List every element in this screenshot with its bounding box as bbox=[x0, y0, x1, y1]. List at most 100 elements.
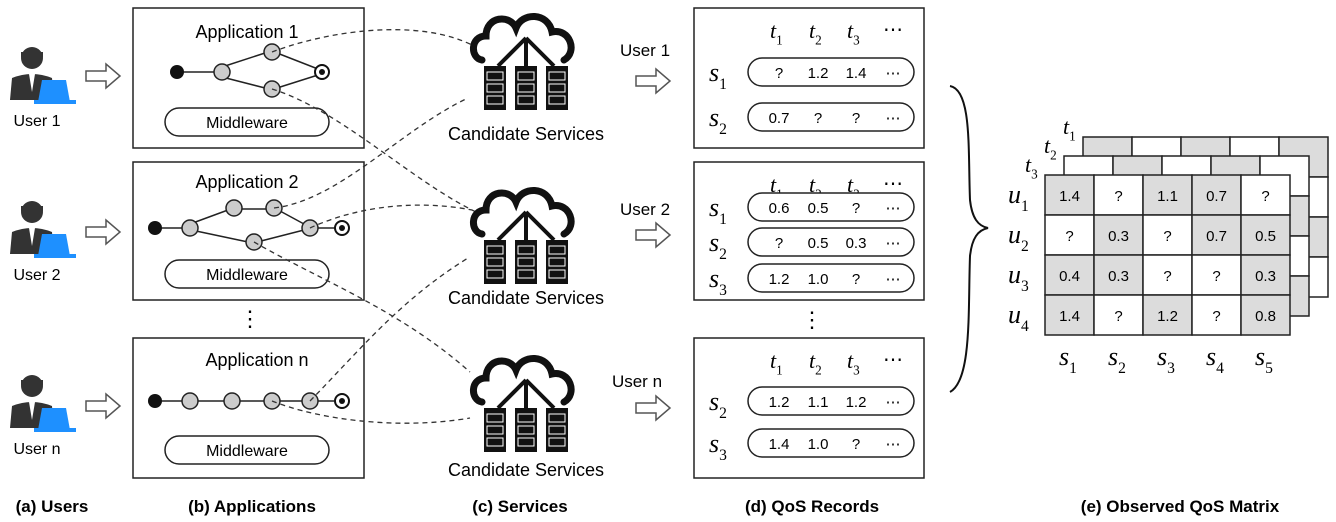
record-user-label: User 2 bbox=[620, 200, 670, 219]
arrow-icon bbox=[635, 67, 672, 422]
user-label: User 1 bbox=[13, 113, 60, 130]
user-row-label: u2 bbox=[1008, 220, 1029, 255]
time-header: t1 bbox=[770, 348, 783, 378]
qos-value: 1.2 bbox=[808, 65, 829, 82]
matrix-value: 0.5 bbox=[1255, 228, 1276, 245]
service-label: s2 bbox=[709, 228, 727, 263]
service-label: s3 bbox=[709, 264, 727, 299]
arrow-icon bbox=[85, 62, 122, 420]
matrix-cell: ? bbox=[1093, 294, 1144, 336]
application-title: Application n bbox=[205, 350, 308, 370]
matrix-value: 1.1 bbox=[1157, 188, 1178, 205]
matrix-value: 0.8 bbox=[1255, 308, 1276, 325]
matrix-cell: 0.5 bbox=[1240, 214, 1291, 256]
time-header: t3 bbox=[847, 348, 860, 378]
time-layer-label: t2 bbox=[1044, 133, 1057, 163]
cloud-server-icon bbox=[470, 355, 575, 452]
matrix-value: ? bbox=[1163, 268, 1171, 285]
time-layer-label: t3 bbox=[1025, 152, 1038, 182]
qos-record-row bbox=[747, 192, 915, 222]
cloud-server-icon bbox=[470, 187, 575, 284]
record-user-label: User 1 bbox=[620, 41, 670, 60]
vertical-ellipsis: ⋮ bbox=[239, 306, 261, 331]
time-header: ⋯ bbox=[883, 349, 903, 371]
matrix-value: 1.4 bbox=[1059, 308, 1080, 325]
service-label: s2 bbox=[709, 387, 727, 422]
caption-observed-qos-matrix: (e) Observed QoS Matrix bbox=[1081, 497, 1280, 516]
record-user-label: User n bbox=[612, 372, 662, 391]
qos-value: 1.0 bbox=[808, 436, 829, 453]
time-header: t1 bbox=[770, 18, 783, 48]
application-1: Application 1 Middleware bbox=[132, 7, 365, 149]
middleware-label: Middleware bbox=[206, 115, 288, 132]
qos-value: ⋯ bbox=[886, 110, 901, 127]
service-bindings bbox=[253, 29, 477, 424]
service-cluster-n: Candidate Services bbox=[448, 355, 604, 480]
qos-value: ? bbox=[852, 436, 860, 453]
matrix-cell: 1.2 bbox=[1142, 294, 1193, 336]
caption-services: (c) Services bbox=[472, 497, 567, 516]
service-label: Candidate Services bbox=[448, 288, 604, 308]
service-column-label: s5 bbox=[1255, 342, 1273, 377]
time-header: t2 bbox=[809, 348, 822, 378]
qos-value: 0.6 bbox=[769, 200, 790, 217]
qos-value: ? bbox=[852, 200, 860, 217]
qos-value: ⋯ bbox=[886, 394, 901, 411]
service-label: s2 bbox=[709, 103, 727, 138]
matrix-value: ? bbox=[1261, 188, 1269, 205]
matrix-value: 1.2 bbox=[1157, 308, 1178, 325]
caption-applications: (b) Applications bbox=[188, 497, 316, 516]
matrix-cell: ? bbox=[1044, 214, 1095, 256]
time-header: ⋯ bbox=[883, 19, 903, 41]
qos-record-row bbox=[747, 386, 915, 416]
matrix-value: 0.3 bbox=[1108, 228, 1129, 245]
matrix-cell: ? bbox=[1142, 214, 1193, 256]
qos-record-row bbox=[747, 227, 915, 257]
matrix-cell: 0.3 bbox=[1093, 254, 1144, 296]
qos-value: ? bbox=[775, 235, 783, 252]
qos-value: 1.2 bbox=[769, 394, 790, 411]
qos-value: ⋯ bbox=[886, 271, 901, 288]
qos-value: ⋯ bbox=[886, 436, 901, 453]
qos-value: ? bbox=[814, 110, 822, 127]
caption-users: (a) Users bbox=[16, 497, 89, 516]
time-header: t2 bbox=[809, 18, 822, 48]
user-label: User 2 bbox=[13, 267, 60, 284]
qos-value: 0.3 bbox=[846, 235, 867, 252]
matrix-value: 0.3 bbox=[1255, 268, 1276, 285]
matrix-cell: 0.3 bbox=[1240, 254, 1291, 296]
user-icon bbox=[10, 47, 76, 104]
service-column-label: s3 bbox=[1157, 342, 1175, 377]
matrix-value: ? bbox=[1114, 308, 1122, 325]
matrix-cell: 1.4 bbox=[1044, 174, 1095, 216]
matrix-value: 0.3 bbox=[1108, 268, 1129, 285]
matrix-cell: 0.3 bbox=[1093, 214, 1144, 256]
qos-value: 1.4 bbox=[846, 65, 867, 82]
cloud-server-icon bbox=[470, 13, 575, 110]
matrix-value: 0.7 bbox=[1206, 228, 1227, 245]
qos-record-row bbox=[747, 428, 915, 458]
service-column-label: s4 bbox=[1206, 342, 1224, 377]
matrix-cell: ? bbox=[1240, 174, 1291, 216]
matrix-cell: ? bbox=[1093, 174, 1144, 216]
time-header: t3 bbox=[847, 18, 860, 48]
matrix-value: ? bbox=[1212, 308, 1220, 325]
matrix-cell: ? bbox=[1191, 294, 1242, 336]
middleware-label: Middleware bbox=[206, 267, 288, 284]
matrix-cell: 0.4 bbox=[1044, 254, 1095, 296]
user-row-label: u4 bbox=[1008, 300, 1029, 335]
matrix-cell: 0.7 bbox=[1191, 174, 1242, 216]
matrix-cell: ? bbox=[1191, 254, 1242, 296]
user-n: User n bbox=[10, 375, 76, 458]
service-label: Candidate Services bbox=[448, 460, 604, 480]
caption-qos-records: (d) QoS Records bbox=[745, 497, 879, 516]
application-title: Application 2 bbox=[195, 172, 298, 192]
matrix-cell: ? bbox=[1142, 254, 1193, 296]
qos-value: ⋯ bbox=[886, 235, 901, 252]
matrix-value: ? bbox=[1114, 188, 1122, 205]
